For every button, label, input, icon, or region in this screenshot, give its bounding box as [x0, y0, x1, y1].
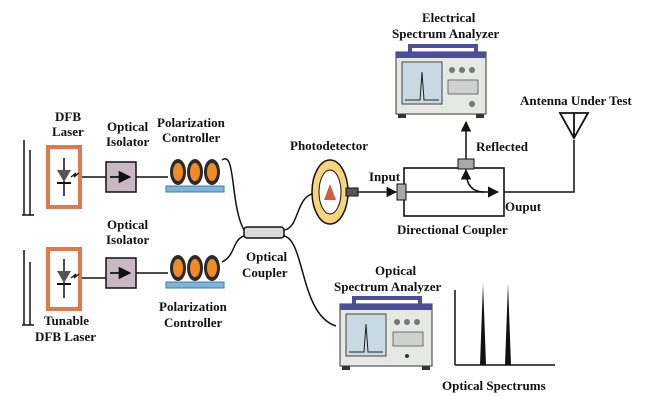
- photodetector: [311, 159, 359, 225]
- isolator-top-label-2: Isolator: [106, 134, 150, 149]
- coupler-label-2: Coupler: [242, 265, 288, 280]
- dfb-laser-label-1: DFB: [55, 109, 81, 124]
- pc-bot-label-2: Controller: [164, 315, 222, 330]
- osa-label-2: Spectrum Analyzer: [334, 279, 441, 294]
- polarization-controller-top: [165, 159, 225, 193]
- isolator-bot-label-2: Isolator: [106, 232, 150, 247]
- fiber-coil-icon: [170, 255, 220, 281]
- pc-bot-label-1: Polarization: [159, 299, 228, 314]
- laser-diode-icon: [57, 259, 80, 298]
- laser-diode-icon: [57, 158, 80, 196]
- optical-isolator-top: [105, 161, 137, 193]
- spectrum-analyzer-icon: [395, 44, 487, 118]
- esa-label-1: Electrical: [422, 10, 476, 25]
- isolator-bot-label-1: Optical: [107, 217, 149, 232]
- antenna-icon: [558, 112, 590, 140]
- laser-spectrum-bottom: [22, 250, 34, 326]
- pc-top-label-2: Controller: [162, 130, 220, 145]
- tunable-dfb-laser: [46, 247, 82, 311]
- directional-coupler-label: Directional Coupler: [397, 222, 508, 237]
- input-label: Input: [369, 169, 401, 184]
- osa-label-1: Optical: [375, 263, 417, 278]
- polarization-controller-bottom: [165, 255, 225, 289]
- fiber-coil-icon: [170, 159, 220, 185]
- dfb-laser-label-2: Laser: [52, 124, 84, 139]
- dfb-laser: [46, 145, 82, 209]
- laser-spectrum-top: [22, 140, 34, 216]
- isolator-top-label-1: Optical: [107, 119, 149, 134]
- tunable-label-1: Tunable: [44, 313, 89, 328]
- tunable-label-2: DFB Laser: [35, 329, 96, 344]
- optical-spectrums-label: Optical Spectrums: [442, 378, 546, 393]
- optical-isolator-bottom: [105, 257, 137, 289]
- coupler-label-1: Optical: [246, 249, 288, 264]
- optical-coupler: [243, 226, 285, 239]
- directional-coupler: [396, 158, 505, 217]
- optical-spectrum-plot: [454, 283, 555, 366]
- output-label: Ouput: [505, 199, 542, 214]
- pc-top-label-1: Polarization: [157, 115, 226, 130]
- esa-label-2: Spectrum Analyzer: [392, 26, 499, 41]
- antenna-label: Antenna Under Test: [520, 93, 632, 108]
- spectrum-analyzer-icon: [339, 296, 433, 370]
- photodetector-label: Photodetector: [290, 138, 368, 153]
- reflected-label: Reflected: [476, 139, 529, 154]
